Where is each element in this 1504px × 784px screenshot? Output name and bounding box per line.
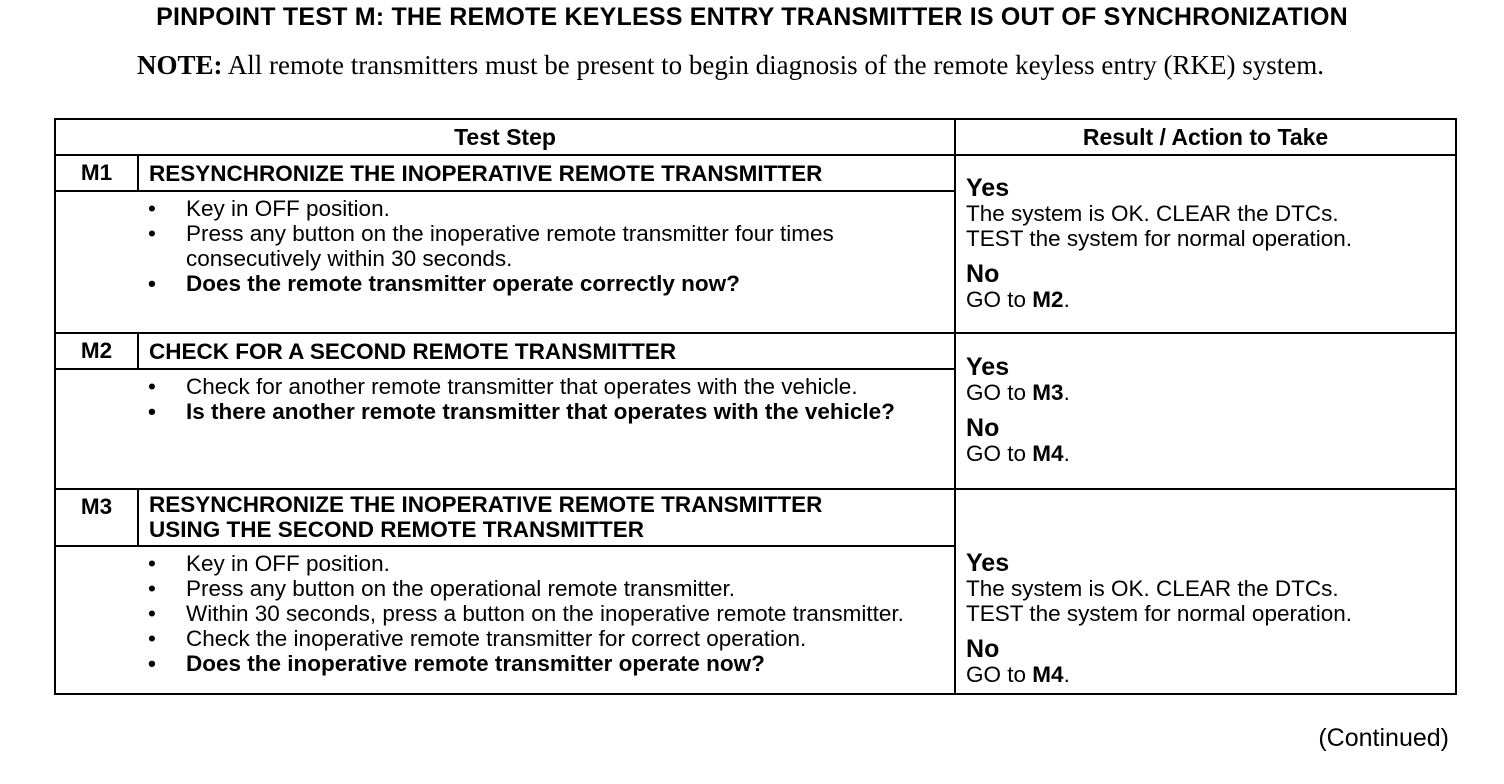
list-item: Press any button on the operational remo… [148,576,944,601]
table-row: M3 RESYNCHRONIZE THE INOPERATIVE REMOTE … [54,488,1458,695]
goto-link-m4: M4 [1032,662,1064,687]
yes-label: Yes [966,549,1010,577]
table-row: Key in OFF position. Press any button on… [54,545,1456,695]
table-row: Key in OFF position. Press any button on… [54,190,1456,334]
step-id: M1 [54,154,139,192]
list-item: Key in OFF position. [148,196,944,221]
continued-label: (Continued) [1318,724,1449,752]
no-action: GO to M4. [966,662,1070,687]
no-action: GO to M4. [966,441,1070,466]
result-cell: Yes The system is OK. CLEAR the DTCs. TE… [954,154,1458,334]
table-row: M1 RESYNCHRONIZE THE INOPERATIVE REMOTE … [54,154,1458,334]
yes-action: TEST the system for normal operation. [966,601,1353,626]
no-label: No [966,414,1000,442]
step-question: Does the remote transmitter operate corr… [148,271,944,296]
yes-action: GO to M3. [966,380,1070,405]
goto-link-m3: M3 [1032,380,1064,405]
result-cell: Yes The system is OK. CLEAR the DTCs. TE… [954,488,1458,695]
list-item: Press any button on the inoperative remo… [148,221,944,271]
goto-link-m4: M4 [1032,441,1064,466]
list-item: Check for another remote transmitter tha… [148,374,944,399]
column-header-test-step: Test Step [53,118,957,156]
step-question: Is there another remote transmitter that… [148,399,944,424]
note-label: NOTE: [137,50,223,80]
yes-label: Yes [966,173,1010,202]
yes-label: Yes [966,353,1010,381]
page-title: PINPOINT TEST M: THE REMOTE KEYLESS ENTR… [156,3,1348,31]
yes-action: The system is OK. CLEAR the DTCs. [966,200,1339,226]
step-id: M2 [54,332,139,370]
step-list: Key in OFF position. Press any button on… [138,545,957,695]
goto-link-m2: M2 [1032,286,1064,312]
step-list: Check for another remote transmitter tha… [138,368,957,490]
no-label: No [966,259,1000,288]
step-heading: RESYNCHRONIZE THE INOPERATIVE REMOTE TRA… [136,154,957,192]
list-item: Key in OFF position. [148,551,944,576]
step-id: M3 [54,488,139,547]
note-text: All remote transmitters must be present … [222,50,1325,80]
column-header-result: Result / Action to Take [954,118,1458,156]
table-row: Check for another remote transmitter tha… [54,368,1456,490]
result-cell: Yes GO to M3. No GO to M4. [954,332,1458,490]
yes-action: TEST the system for normal operation. [966,225,1353,251]
yes-action: The system is OK. CLEAR the DTCs. [966,576,1339,601]
table-header-row: Test Step Result / Action to Take [53,118,1458,156]
table-row: M2 CHECK FOR A SECOND REMOTE TRANSMITTER… [54,332,1458,490]
list-item: Within 30 seconds, press a button on the… [148,601,944,626]
step-question: Does the inoperative remote transmitter … [148,651,944,676]
no-action: GO to M2. [966,286,1070,312]
no-label: No [966,635,1000,663]
list-item: Check the inoperative remote transmitter… [148,626,944,651]
note: NOTE: All remote transmitters must be pr… [137,49,1357,82]
step-heading: RESYNCHRONIZE THE INOPERATIVE REMOTE TRA… [136,488,957,547]
step-list: Key in OFF position. Press any button on… [138,190,957,334]
step-heading: CHECK FOR A SECOND REMOTE TRANSMITTER [136,332,957,370]
pinpoint-test-table: Test Step Result / Action to Take M1 RES… [53,118,1458,695]
